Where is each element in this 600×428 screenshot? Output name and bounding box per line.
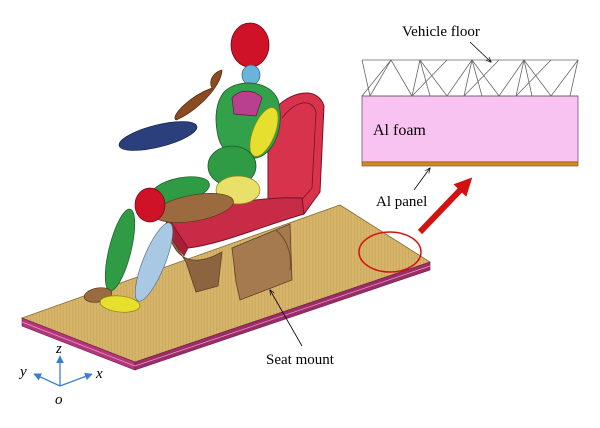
floor-section-inset — [361, 59, 579, 167]
highlight-circle — [358, 231, 422, 273]
vehicle-floor-leader — [469, 41, 491, 62]
al-foam-label: Al foam — [373, 122, 426, 139]
al-panel-layer — [361, 161, 579, 167]
seat-mount-label: Seat mount — [266, 352, 335, 368]
floor-platform — [20, 204, 431, 371]
al-foam-layer — [361, 95, 579, 163]
axis-x-label: x — [95, 366, 103, 382]
al-panel-leader — [413, 168, 430, 191]
seat-mount-leader — [270, 290, 303, 347]
vehicle-floor-corrugation — [361, 59, 579, 97]
seat-mount — [167, 223, 293, 301]
axis-origin-label: o — [55, 392, 63, 408]
coordinate-axes — [33, 355, 93, 387]
vehicle-floor-label: Vehicle floor — [402, 24, 480, 40]
crash-dummy — [83, 22, 281, 313]
zoom-arrow — [417, 177, 473, 235]
axis-z-label: z — [55, 341, 62, 357]
axis-y-label: y — [18, 364, 27, 380]
al-panel-label: Al panel — [376, 194, 427, 210]
